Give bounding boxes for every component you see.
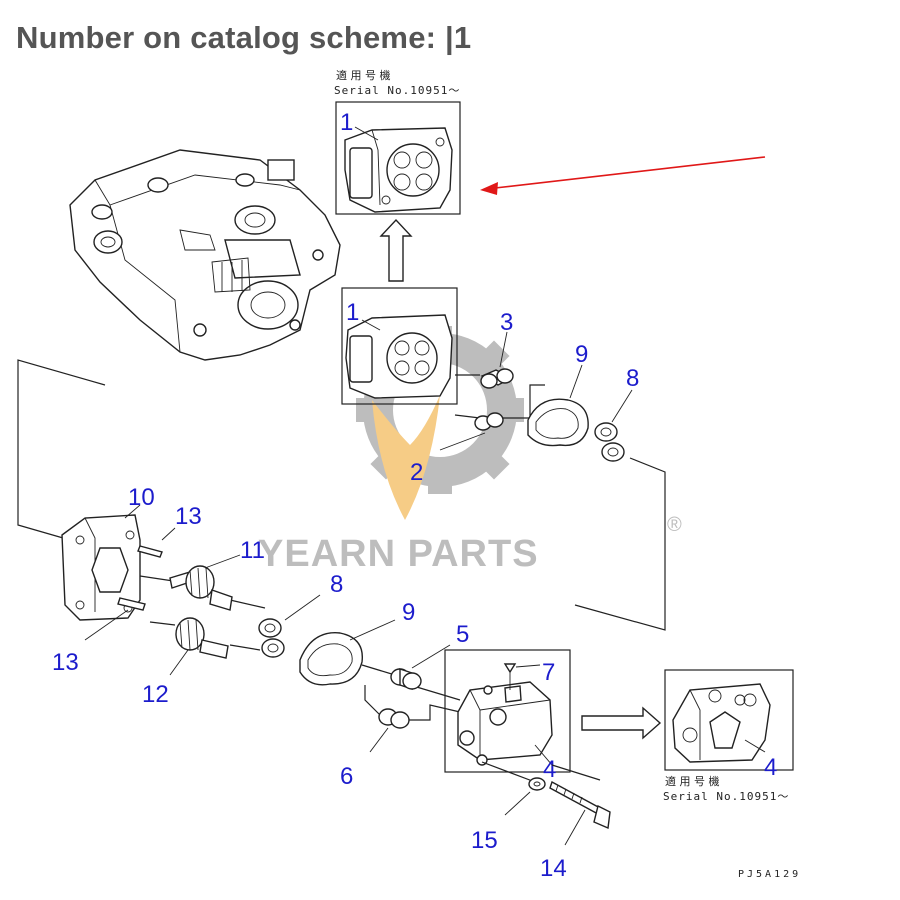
leader-4-middle xyxy=(534,744,553,766)
oring-8-upper xyxy=(594,422,625,462)
callout-10: 10 xyxy=(128,484,155,511)
callout-8-upper: 8 xyxy=(626,365,639,392)
flame-icon xyxy=(372,395,440,520)
cover-part-top xyxy=(344,127,453,213)
frame-line-right xyxy=(574,457,666,631)
leader-10 xyxy=(124,504,141,519)
callout-4-middle: 4 xyxy=(543,756,556,783)
leader-5 xyxy=(411,644,451,669)
callout-11: 11 xyxy=(240,537,265,564)
bolt-14 xyxy=(549,780,611,830)
leader-9-lower xyxy=(349,619,396,641)
callout-9-lower: 9 xyxy=(402,599,415,626)
leader-15 xyxy=(504,791,531,816)
leader-11 xyxy=(204,554,241,569)
washer-15 xyxy=(528,777,546,791)
leader-8-upper xyxy=(611,389,633,423)
leader-4-right xyxy=(744,739,766,753)
inset-box-top xyxy=(335,101,461,215)
callout-1-top: 1 xyxy=(340,109,353,136)
up-arrow-icon xyxy=(379,218,413,282)
leader-14 xyxy=(564,809,586,846)
oring-8-lower xyxy=(258,618,285,658)
pin-3 xyxy=(480,368,514,389)
callout-13-upper: 13 xyxy=(175,503,202,530)
leader-13-lower xyxy=(84,609,129,641)
leader-6 xyxy=(369,727,389,753)
frame-line-left xyxy=(17,359,106,541)
callout-15: 15 xyxy=(471,827,498,854)
cover-part-10 xyxy=(61,514,141,621)
assembly-line-gears xyxy=(139,575,266,651)
leader-9-upper xyxy=(569,364,583,399)
leader-1-middle xyxy=(361,319,381,331)
dowel-13-upper xyxy=(137,545,163,558)
callout-13-lower: 13 xyxy=(52,649,79,676)
note-bottom-serial: Serial No.10951～ xyxy=(663,790,789,803)
callout-3: 3 xyxy=(500,309,513,336)
leader-1-top xyxy=(354,126,379,141)
gasket-9-lower xyxy=(299,632,364,686)
callout-6: 6 xyxy=(340,763,353,790)
callout-12: 12 xyxy=(142,681,169,708)
callout-2: 2 xyxy=(410,459,423,486)
callout-14: 14 xyxy=(540,855,567,882)
leader-12 xyxy=(169,649,189,676)
leader-7 xyxy=(515,664,541,668)
assembly-line-bolt xyxy=(481,761,601,783)
pointer-arrow xyxy=(480,156,766,195)
cover-part-middle xyxy=(345,314,453,399)
leader-3 xyxy=(499,331,508,368)
pin-6 xyxy=(378,708,410,729)
callout-8-lower: 8 xyxy=(330,571,343,598)
pin-5 xyxy=(390,668,422,690)
gear-11 xyxy=(169,565,233,611)
watermark-text: YEARN PARTS xyxy=(258,533,539,575)
page-title: Number on catalog scheme: |1 xyxy=(16,20,472,55)
callout-4-right: 4 xyxy=(764,754,777,781)
drawing-code: PJ5A129 xyxy=(738,869,801,880)
right-arrow-icon xyxy=(581,706,662,740)
gear-12 xyxy=(175,617,229,659)
leader-2 xyxy=(439,432,486,451)
callout-1-middle: 1 xyxy=(346,299,359,326)
note-top-serial: Serial No.10951～ xyxy=(334,84,460,97)
dowel-13-lower xyxy=(117,597,146,611)
callout-9-upper: 9 xyxy=(575,341,588,368)
note-bottom-applicable-machine: 適 用 号 機 xyxy=(665,774,720,788)
pin-2 xyxy=(474,412,504,431)
valve-body-4 xyxy=(457,681,553,766)
note-top-applicable-machine: 適 用 号 機 xyxy=(336,68,391,82)
screw-7 xyxy=(503,663,517,690)
registered-mark: ® xyxy=(667,514,682,536)
gasket-9-upper xyxy=(527,398,589,447)
callout-7: 7 xyxy=(542,659,555,686)
valve-body-right xyxy=(672,683,771,763)
pump-body xyxy=(69,149,341,361)
leader-13-upper xyxy=(161,527,176,541)
callout-5: 5 xyxy=(456,621,469,648)
assembly-line-lower-pins xyxy=(361,664,461,721)
inset-box-middle xyxy=(341,287,458,405)
leader-8-lower xyxy=(284,594,321,621)
inset-box-right xyxy=(664,669,794,771)
